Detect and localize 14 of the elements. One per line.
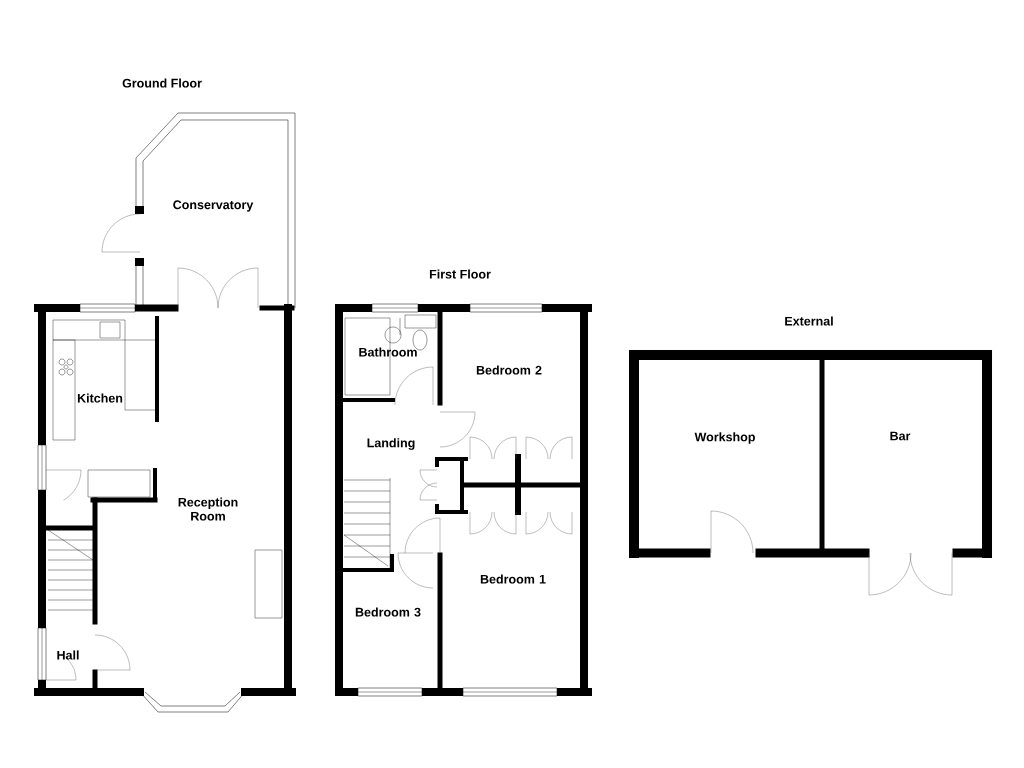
floor-heading: First Floor (429, 269, 491, 279)
floor-heading: External (785, 316, 833, 326)
room-label: Workshop (694, 432, 755, 444)
room-label: Kitchen (77, 393, 123, 403)
room-label: Reception Room (178, 497, 238, 521)
room-label: Conservatory (173, 200, 254, 212)
floor-heading: Ground Floor (122, 78, 202, 88)
room-label: Hall (57, 650, 79, 660)
room-label: Bedroom 3 (355, 607, 421, 617)
room-label: Bathroom (359, 347, 417, 357)
room-label: Bedroom 1 (480, 574, 546, 584)
room-label: Bar (890, 431, 911, 441)
room-label: Landing (367, 438, 415, 450)
room-label: Bedroom 2 (476, 365, 542, 375)
